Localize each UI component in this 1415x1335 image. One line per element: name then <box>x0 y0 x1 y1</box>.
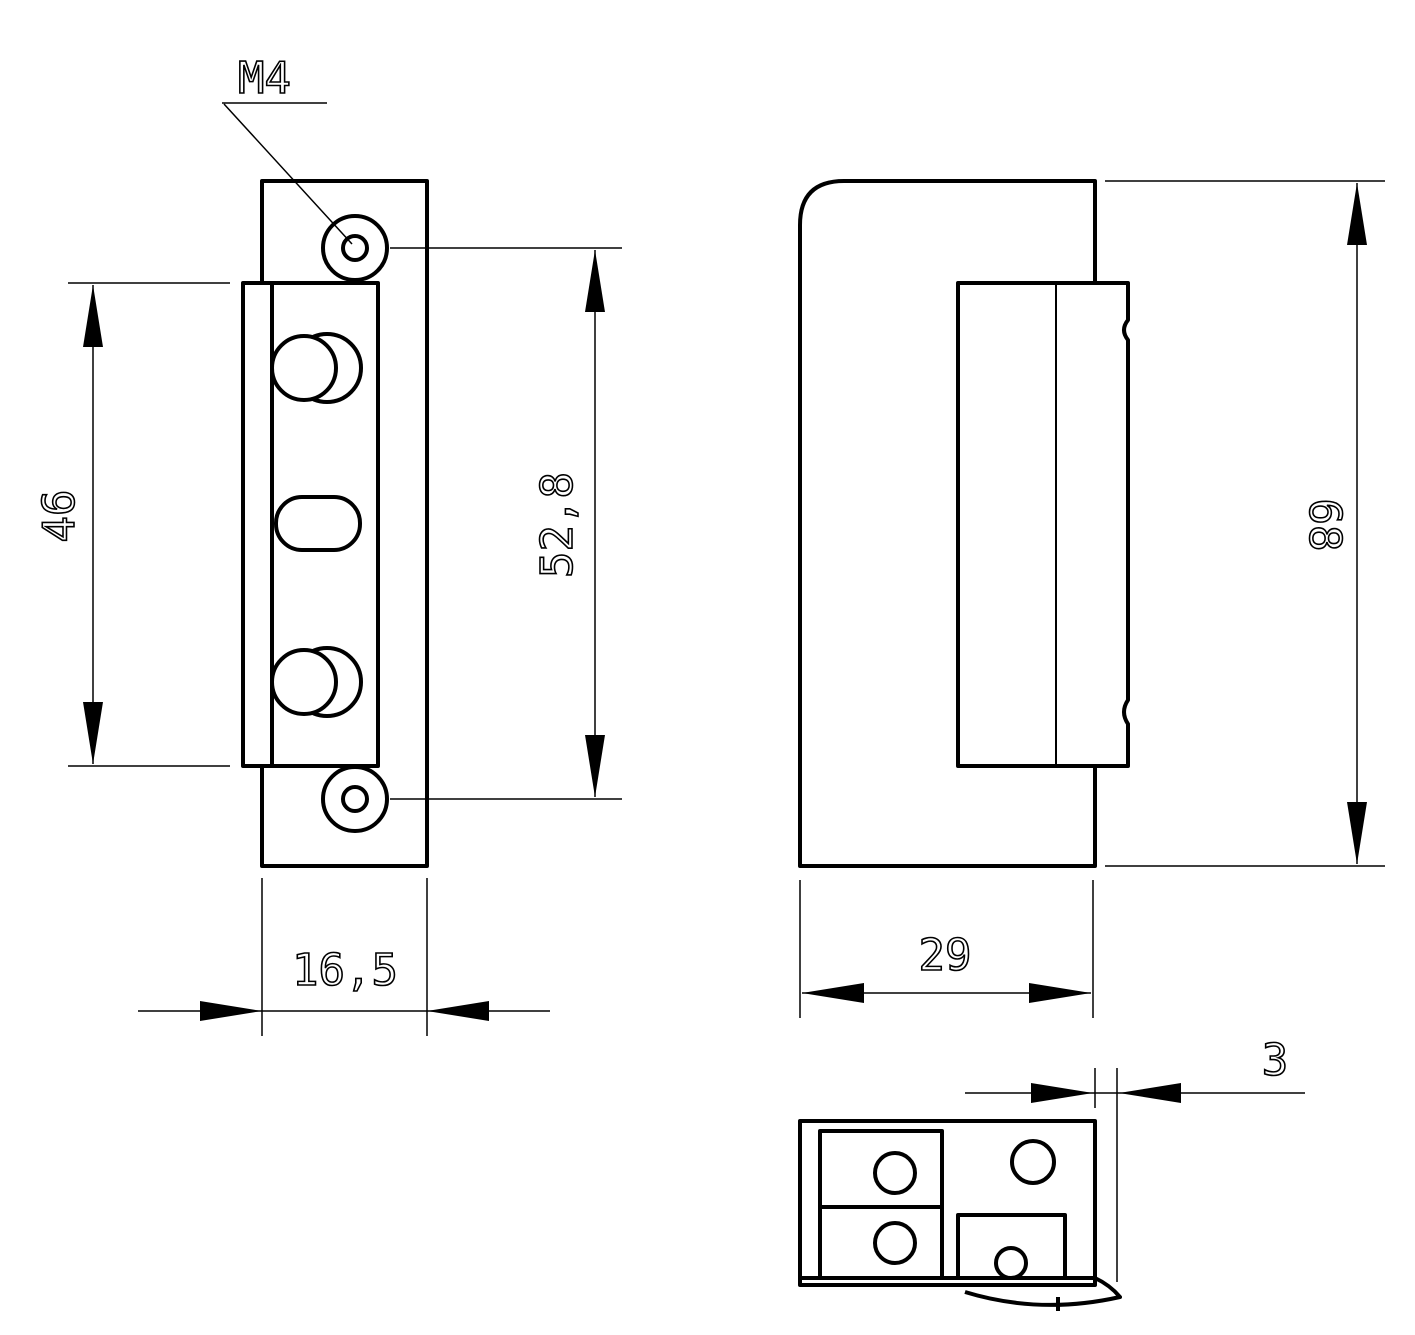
dimension-label-29: 29 <box>919 930 972 981</box>
dimension-16-5: 16,5 <box>138 878 550 1036</box>
dimension-3: 3 <box>965 1034 1305 1282</box>
dimension-label-16-5: 16,5 <box>292 945 398 996</box>
screw-top <box>321 214 389 282</box>
dimension-46: 46 <box>33 282 230 767</box>
bottom-view <box>798 1119 1122 1311</box>
hole-bottom <box>270 646 363 718</box>
thread-label: M4 <box>238 53 291 104</box>
bottom-body <box>798 1119 1097 1287</box>
dimension-29: 29 <box>799 880 1094 1018</box>
dimension-label-3: 3 <box>1262 1035 1289 1086</box>
dimension-52-8: 52,8 <box>390 247 622 800</box>
front-view <box>241 179 429 868</box>
thread-callout: M4 <box>222 52 353 245</box>
side-view <box>798 179 1130 868</box>
latch-arc <box>964 1276 1122 1307</box>
side-latch <box>1057 281 1130 768</box>
dimension-label-68: 68 <box>1299 499 1350 552</box>
dimension-68: 68 <box>1105 180 1385 867</box>
side-plate <box>956 281 1059 768</box>
screw-bottom <box>321 765 389 833</box>
side-body <box>798 179 1097 868</box>
dimension-label-52-8: 52,8 <box>532 472 583 578</box>
dimension-label-46: 46 <box>34 490 85 543</box>
hole-top <box>270 332 363 404</box>
slot-middle <box>274 495 362 552</box>
